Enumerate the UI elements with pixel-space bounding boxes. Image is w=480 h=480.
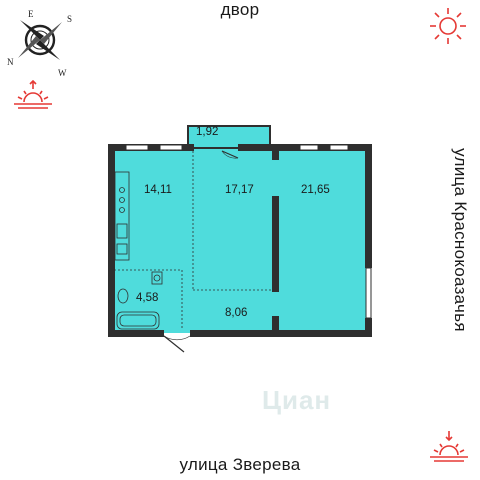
- area-hallway: 8,06: [225, 307, 247, 319]
- compass-n-label: N: [7, 57, 14, 67]
- area-bathroom: 4,58: [136, 292, 158, 304]
- entrance-door: [163, 335, 191, 353]
- compass-w-label: W: [58, 68, 67, 78]
- compass-rose-icon: E S N W: [0, 0, 80, 80]
- sunrise-icon: [12, 79, 54, 117]
- kitchen-counter: [114, 171, 130, 261]
- sunset-icon: [428, 430, 470, 471]
- bathroom-fixtures: [116, 271, 163, 330]
- watermark-text: Циан: [262, 385, 332, 415]
- area-room-2: 21,65: [301, 184, 330, 196]
- area-room-1: 17,17: [225, 184, 254, 196]
- floor-area: [112, 148, 369, 333]
- area-balcony: 1,92: [196, 126, 218, 138]
- balcony-door: [221, 150, 239, 159]
- label-street-zvereva: улица Зверева: [179, 455, 301, 474]
- label-yard: двор: [220, 0, 260, 19]
- compass-e-label: E: [28, 9, 34, 19]
- sun-icon: [428, 6, 468, 51]
- interior-walls: [272, 148, 279, 332]
- windows: [125, 144, 372, 319]
- compass-s-label: S: [67, 14, 73, 24]
- zone-separators: [114, 151, 274, 330]
- area-kitchen: 14,11: [144, 184, 172, 196]
- balcony: [187, 125, 271, 149]
